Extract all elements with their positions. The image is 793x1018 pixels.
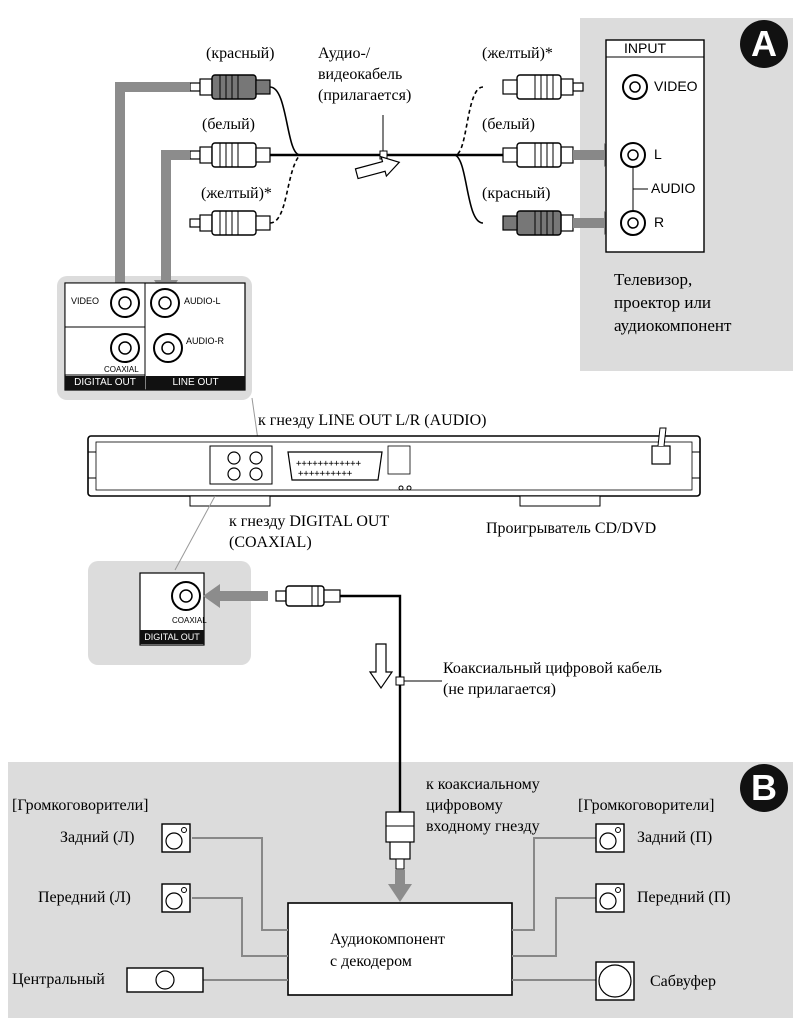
left-plug-red bbox=[189, 74, 271, 100]
left-plug-red-label: (красный) bbox=[206, 45, 275, 62]
front-right-label: Передний (П) bbox=[637, 889, 731, 906]
av-cable-name-line3: (прилагается) bbox=[318, 87, 412, 104]
decoder-label-line1: Аудиокомпонент bbox=[330, 931, 446, 948]
input-caption-line3: входному гнезду bbox=[426, 818, 540, 835]
panel-b-badge: B bbox=[740, 764, 788, 812]
input-caption-line1: к коаксиальному bbox=[426, 776, 540, 793]
coax-cable-line bbox=[340, 594, 402, 845]
scart-connector bbox=[287, 451, 383, 481]
jack-line-out-label: LINE OUT bbox=[146, 376, 245, 390]
jack-video-label: VIDEO bbox=[71, 296, 100, 306]
speakers-left-title: [Громкоговорители] bbox=[12, 797, 149, 814]
left-plug-yellow bbox=[189, 210, 271, 236]
panel-a-badge: A bbox=[740, 20, 788, 68]
red-route-arrow bbox=[115, 82, 190, 350]
input-r-label: R bbox=[654, 214, 665, 230]
right-plug-red-label: (красный) bbox=[482, 185, 551, 202]
jack-coaxial-label: COAXIAL bbox=[104, 365, 139, 374]
rear-left-label: Задний (Л) bbox=[60, 829, 135, 846]
svg-text:++++++++++: ++++++++++ bbox=[298, 469, 353, 479]
tv-label-line1: Телевизор, bbox=[614, 270, 693, 289]
rear-right-label: Задний (П) bbox=[637, 829, 713, 846]
dvd-player-rear: ++++++++++++ ++++++++++ bbox=[87, 427, 701, 507]
coax-zoom-coaxial: COAXIAL bbox=[172, 616, 207, 625]
front-left-label: Передний (Л) bbox=[38, 889, 131, 906]
input-caption-line2: цифровому bbox=[426, 797, 503, 814]
tv-label-line3: аудиокомпонент bbox=[614, 316, 732, 335]
coax-zoom-digital-out: DIGITAL OUT bbox=[140, 630, 204, 644]
left-plug-white bbox=[189, 142, 271, 168]
jack-audio-l-label: AUDIO-L bbox=[184, 296, 221, 306]
input-audio-label: AUDIO bbox=[651, 180, 696, 196]
speaker-rear-left bbox=[161, 823, 191, 853]
digital-out-caption-line1: к гнезду DIGITAL OUT bbox=[229, 513, 390, 530]
jack-digital-out-label: DIGITAL OUT bbox=[65, 376, 145, 390]
line-out-caption: к гнезду LINE OUT L/R (AUDIO) bbox=[258, 412, 487, 429]
tv-audio-r-jack bbox=[620, 210, 646, 236]
right-plug-red bbox=[502, 210, 584, 236]
right-plug-yellow-label: (желтый)* bbox=[482, 45, 553, 62]
decoder-box bbox=[287, 902, 513, 996]
av-cable-name-line2: видеокабель bbox=[318, 66, 403, 83]
digital-out-caption-line2: (COAXIAL) bbox=[229, 534, 312, 551]
tv-video-jack bbox=[622, 74, 648, 100]
jack-audio-r-label: AUDIO-R bbox=[186, 336, 224, 346]
speaker-rear-right bbox=[595, 823, 625, 853]
input-video-label: VIDEO bbox=[654, 78, 698, 94]
speaker-subwoofer bbox=[595, 961, 635, 1001]
tv-audio-l-jack bbox=[620, 142, 646, 168]
input-l-label: L bbox=[654, 146, 662, 162]
white-route-arrow bbox=[161, 150, 190, 282]
input-title: INPUT bbox=[624, 40, 666, 56]
coax-cable-label-line1: Коаксиальный цифровой кабель bbox=[443, 660, 662, 677]
coax-plug-decoder bbox=[385, 811, 415, 870]
tv-label-line2: проектор или bbox=[614, 293, 712, 312]
left-plug-yellow-label: (желтый)* bbox=[201, 185, 272, 202]
right-plug-white bbox=[502, 142, 584, 168]
speaker-front-left bbox=[161, 883, 191, 913]
right-plug-yellow bbox=[502, 74, 584, 100]
coax-plug bbox=[275, 585, 341, 607]
svg-text:++++++++++++: ++++++++++++ bbox=[296, 459, 362, 469]
center-label: Центральный bbox=[12, 971, 105, 988]
player-name: Проигрыватель CD/DVD bbox=[486, 520, 657, 537]
coax-cable-label-line2: (не прилагается) bbox=[443, 681, 556, 698]
right-plug-white-label: (белый) bbox=[482, 116, 535, 133]
speakers-right-title: [Громкоговорители] bbox=[578, 797, 715, 814]
speaker-center bbox=[126, 967, 204, 993]
av-cable-name-line1: Аудио-/ bbox=[318, 45, 371, 62]
decoder-label-line2: с декодером bbox=[330, 953, 412, 970]
speaker-front-right bbox=[595, 883, 625, 913]
left-plug-white-label: (белый) bbox=[202, 116, 255, 133]
subwoofer-label: Сабвуфер bbox=[650, 973, 716, 990]
